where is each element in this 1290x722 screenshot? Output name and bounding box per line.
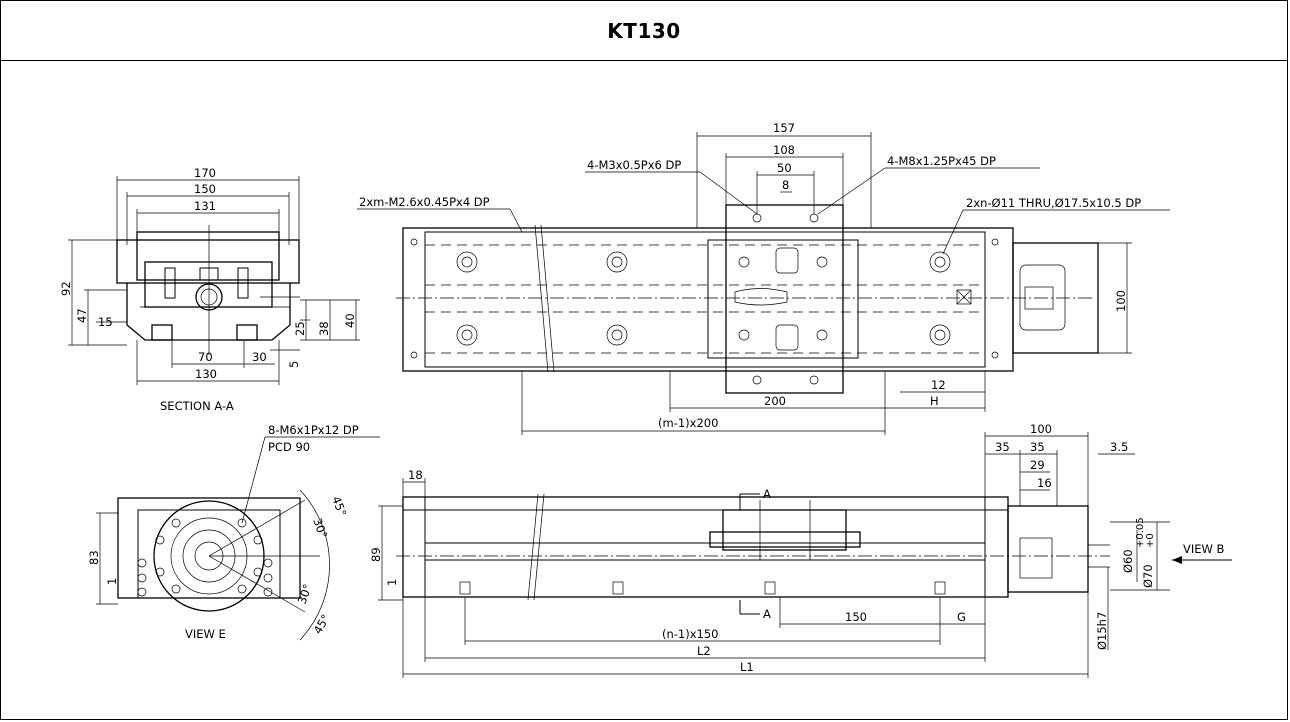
dim-108: 108 (773, 143, 795, 157)
callout-m8: 4-M8x1.25Px45 DP (887, 154, 996, 168)
top-plan-view: 157 108 50 8 4-M3x0.5Px6 DP 4-M8x1.25Px4… (357, 121, 1170, 435)
dim-131: 131 (194, 199, 216, 213)
angle-30-top: 30° (310, 516, 330, 540)
section-aa-label: SECTION A-A (160, 399, 234, 413)
dim-70-tolerance: Ø70 (1141, 564, 1155, 588)
section-arrow-a-top: A (763, 487, 771, 501)
callout-m3: 4-M3x0.5Px6 DP (587, 158, 681, 172)
dim-70: 70 (198, 350, 213, 364)
dim-35-a: 35 (995, 440, 1010, 454)
callout-m26: 2xm-M2.6x0.45Px4 DP (359, 195, 490, 209)
section-aa-view: 170 150 131 92 47 15 25 38 (59, 166, 360, 413)
angle-30-bottom: 30° (295, 582, 315, 606)
dim-1-view-e: 1 (105, 578, 119, 585)
dim-38: 38 (317, 321, 331, 336)
dim-5: 5 (287, 361, 301, 368)
view-b-label: VIEW B (1183, 542, 1225, 556)
dim-92: 92 (59, 281, 73, 296)
callout-m6: 8-M6x1Px12 DP (268, 423, 359, 437)
dim-16: 16 (1037, 476, 1052, 490)
dim-1-front: 1 (385, 579, 399, 586)
dim-100-horizontal: 100 (1030, 422, 1052, 436)
dim-40: 40 (343, 313, 357, 328)
dim-h: H (930, 394, 939, 408)
callout-thru: 2xn-Ø11 THRU,Ø17.5x10.5 DP (966, 196, 1141, 210)
dim-l2: L2 (697, 644, 711, 658)
drawing-title: KT130 (607, 18, 681, 43)
view-e: 45° 30° 30° 45° 83 1 8-M6x1Px12 DP PCD 9… (87, 423, 380, 641)
dim-g: G (957, 610, 966, 624)
dim-60: Ø60 (1121, 549, 1135, 573)
angle-45-top: 45° (329, 494, 349, 518)
dim-130: 130 (195, 367, 217, 381)
dim-l1: L1 (740, 660, 754, 674)
tol-upper: +0.05 (1135, 517, 1146, 548)
dim-150-pitch: 150 (845, 610, 867, 624)
dim-8: 8 (782, 178, 789, 192)
dim-m-200: (m-1)x200 (658, 416, 718, 430)
dim-n-150: (n-1)x150 (662, 627, 718, 641)
dim-200: 200 (764, 394, 786, 408)
front-view: A A 89 1 18 100 35 35 3.5 29 16 (369, 422, 1232, 678)
dim-47: 47 (75, 308, 89, 323)
dim-35-b: 35 (1030, 440, 1045, 454)
dim-15: 15 (98, 315, 113, 329)
tol-lower: +0 (1145, 533, 1156, 548)
dim-157: 157 (773, 121, 795, 135)
dim-170: 170 (194, 166, 216, 180)
dim-30: 30 (252, 350, 267, 364)
dim-89: 89 (369, 547, 383, 562)
dim-50: 50 (777, 161, 792, 175)
dim-3-5: 3.5 (1110, 440, 1128, 454)
section-arrow-a-bottom: A (763, 607, 771, 621)
dim-83: 83 (87, 550, 101, 565)
dim-18: 18 (408, 468, 423, 482)
dim-29: 29 (1030, 458, 1045, 472)
view-e-label: VIEW E (185, 627, 226, 641)
dim-12: 12 (931, 378, 946, 392)
dim-100-vertical: 100 (1114, 290, 1128, 312)
angle-45-bottom: 45° (310, 612, 332, 637)
title-bar: KT130 (1, 1, 1287, 61)
dim-15h7: Ø15h7 (1095, 612, 1109, 650)
dim-25: 25 (293, 321, 307, 336)
callout-pcd: PCD 90 (268, 440, 310, 454)
dim-150: 150 (194, 182, 216, 196)
